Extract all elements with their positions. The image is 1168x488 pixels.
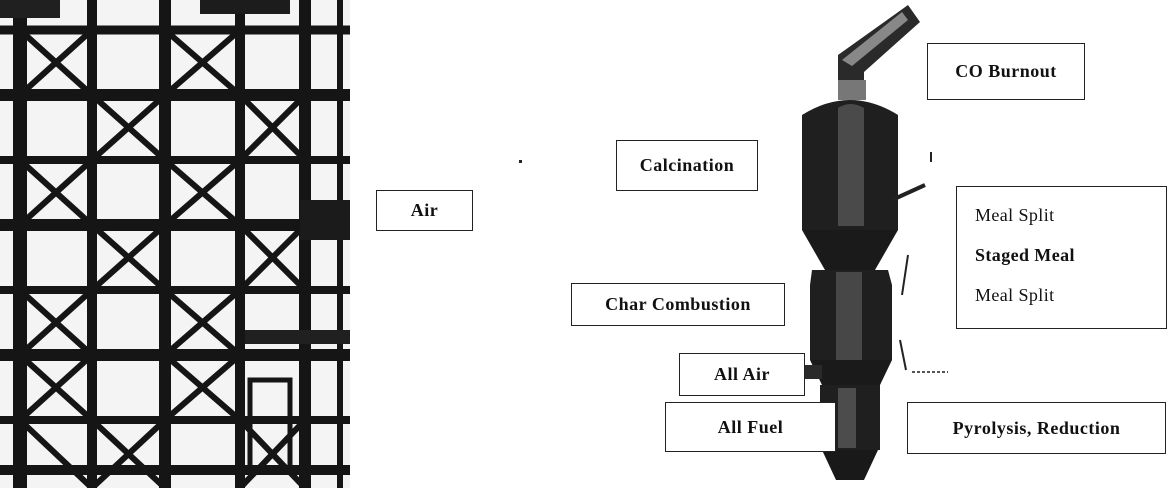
air-label: Air (376, 190, 473, 231)
meal-split-box: Meal Split Staged Meal Meal Split (956, 186, 1167, 329)
speck-mark (930, 152, 932, 162)
all-air-label: All Air (679, 353, 805, 396)
staged-meal-text: Staged Meal (975, 245, 1075, 265)
co-burnout-label: CO Burnout (927, 43, 1085, 100)
scaffolding-photo (0, 0, 350, 488)
calcination-label-text: Calcination (639, 155, 735, 175)
air-label-text: Air (410, 200, 439, 220)
all-fuel-label-text: All Fuel (717, 416, 784, 437)
calciner-tower-photo (796, 5, 948, 480)
all-fuel-label: All Fuel (665, 402, 836, 452)
pyrolysis-reduction-label: Pyrolysis, Reduction (907, 402, 1166, 454)
char-combustion-label-text: Char Combustion (605, 294, 751, 314)
char-combustion-label: Char Combustion (571, 283, 785, 326)
speck-mark (519, 160, 522, 163)
all-air-label-text: All Air (714, 364, 770, 384)
calcination-label: Calcination (616, 140, 758, 191)
co-burnout-label-text: CO Burnout (955, 61, 1057, 81)
meal-split-top-text: Meal Split (975, 205, 1055, 225)
pyrolysis-reduction-label-text: Pyrolysis, Reduction (952, 417, 1121, 438)
meal-split-bottom-text: Meal Split (975, 285, 1055, 305)
